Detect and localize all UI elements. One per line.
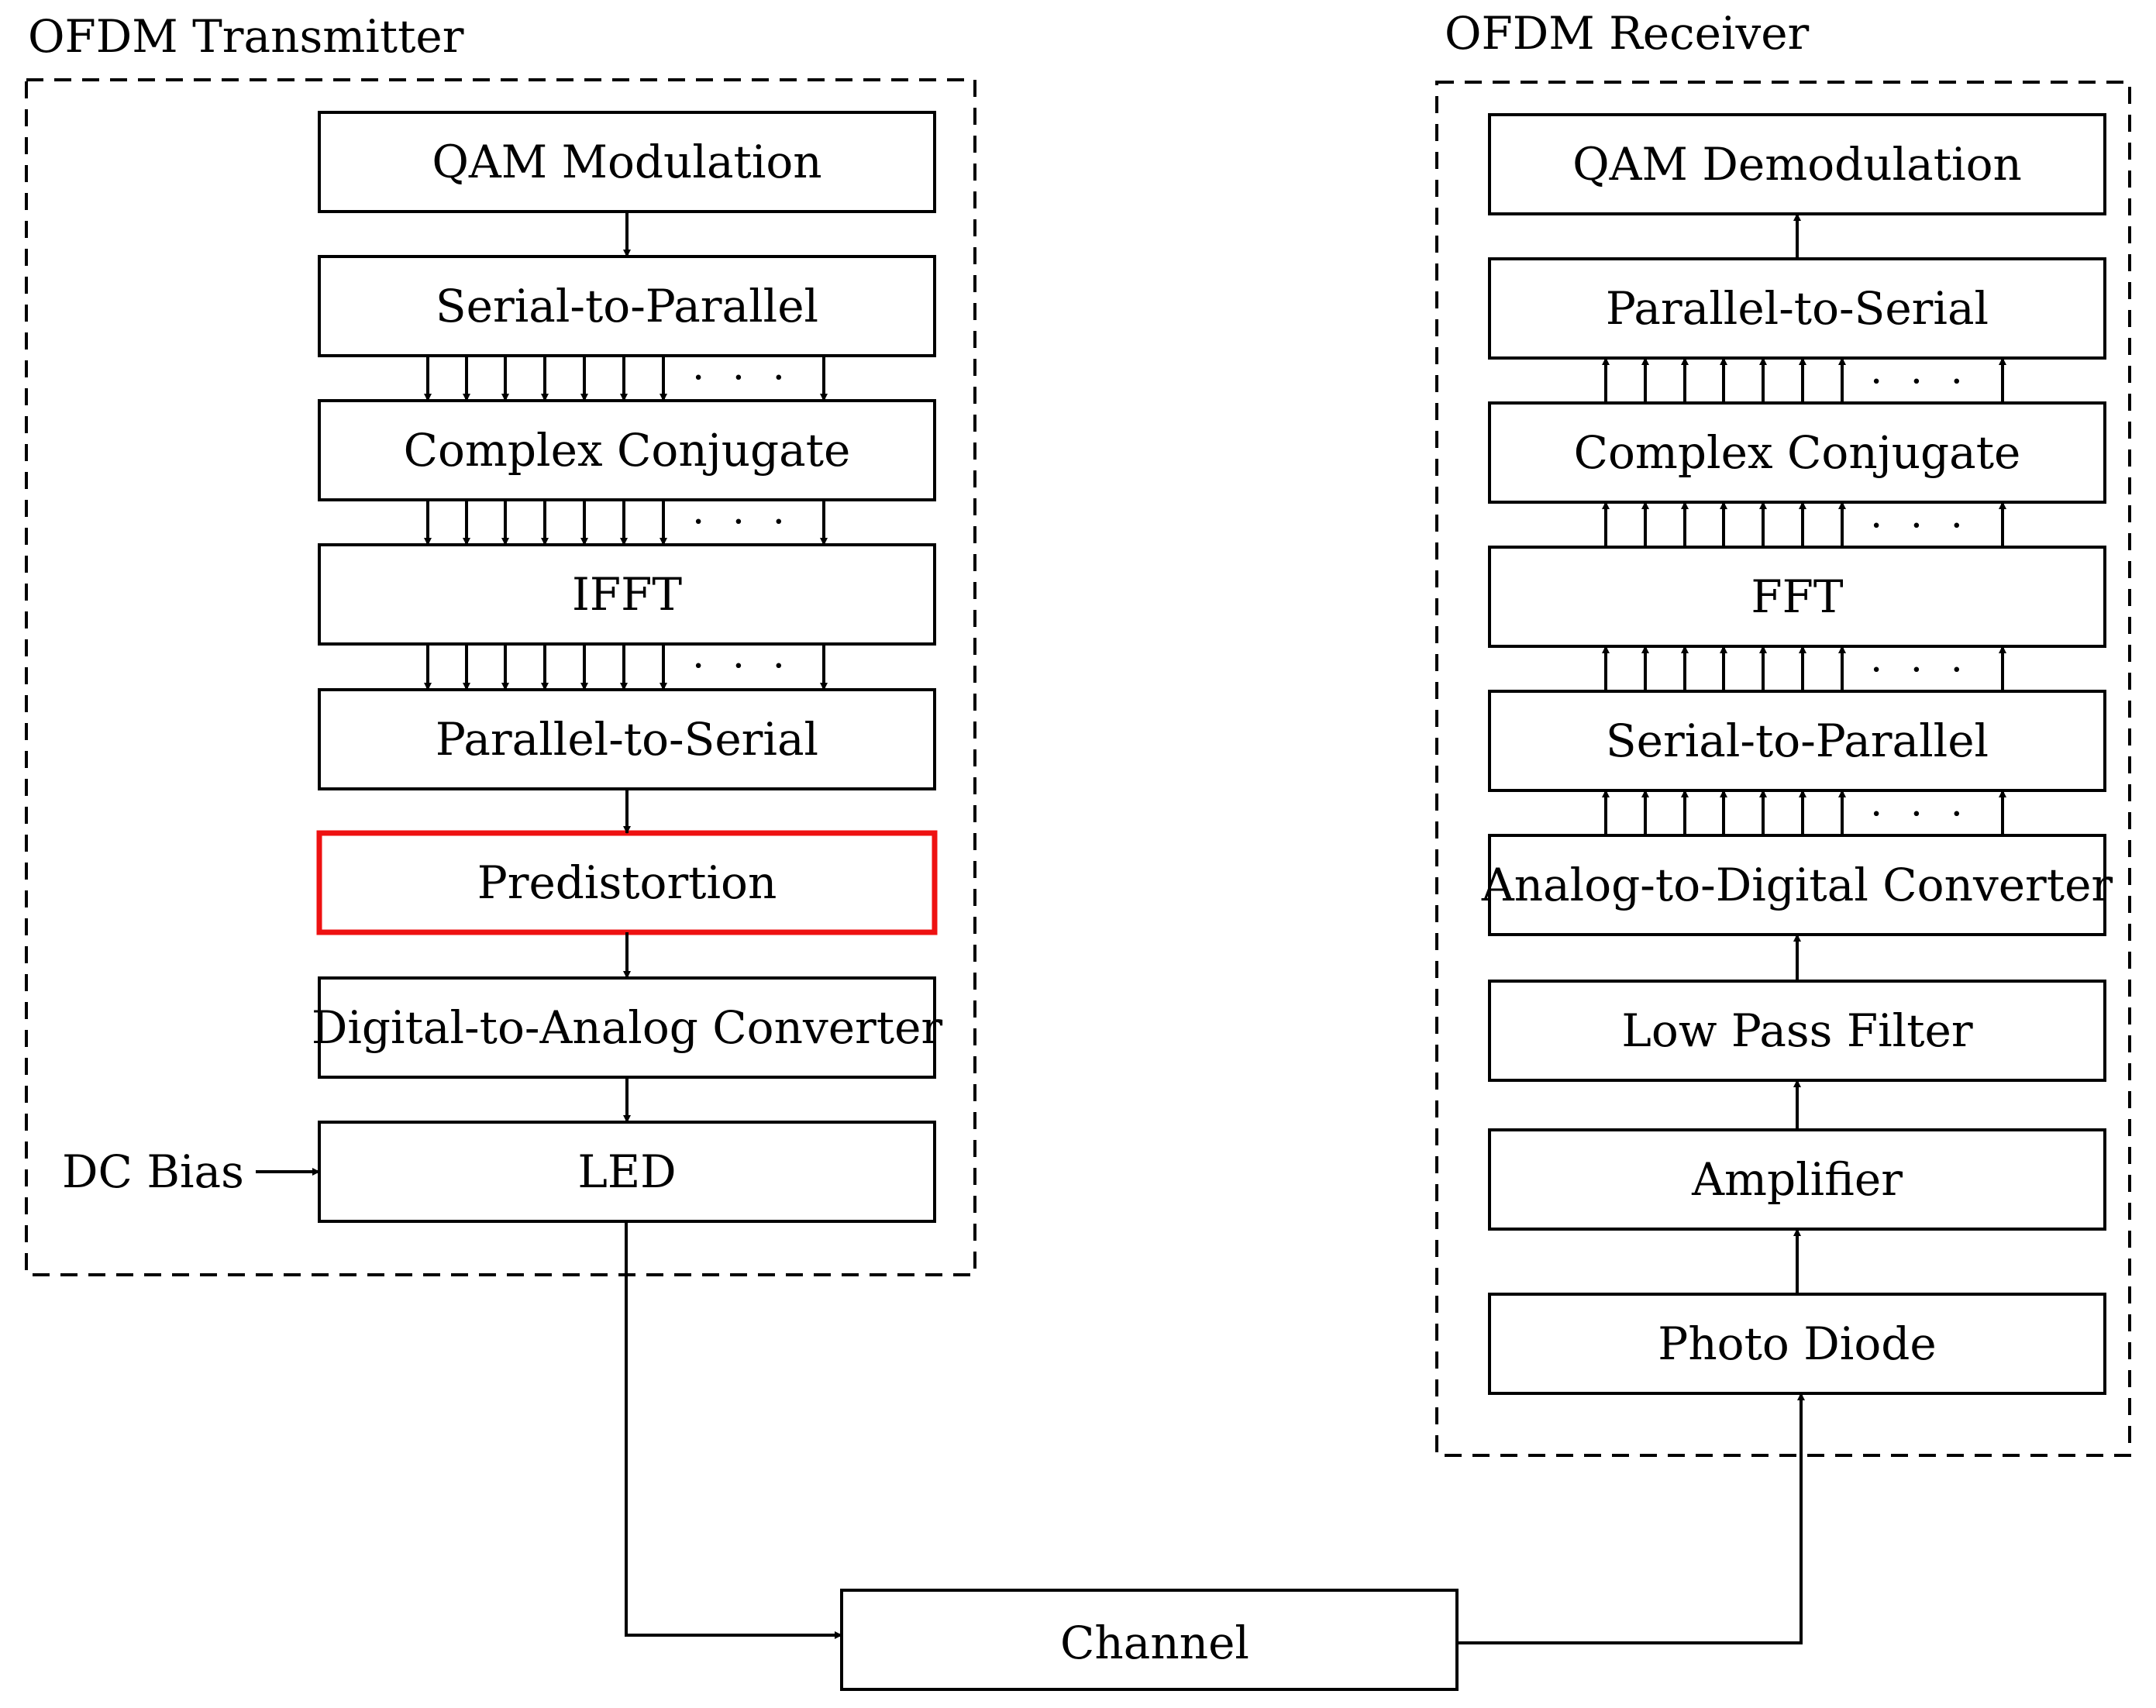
tx-block-label-7: LED [577,1145,677,1198]
tx-block-label-4: Parallel-to-Serial [435,713,819,766]
transmitter-frame [25,78,976,1276]
rx-block-label-1: Parallel-to-Serial [1605,282,1989,335]
dc-bias-label: DC Bias [62,1145,244,1198]
rx-block-label-5: Analog-to-Digital Converter [1481,859,2113,911]
rx-ellipsis-3: · · · [1870,647,1971,692]
tx-block-label-3: IFFT [571,568,683,621]
tx-block-label-2: Complex Conjugate [403,424,851,477]
tx-ellipsis-1: · · · [692,355,793,400]
receiver-title: OFDM Receiver [1445,7,1810,60]
rx-block-3 [1488,546,2106,648]
rx-block-label-8: Photo Diode [1658,1317,1937,1370]
rx-ellipsis-1: · · · [1870,359,1971,404]
rx-block-label-7: Amplifier [1692,1153,1903,1206]
rx-block-label-2: Complex Conjugate [1573,426,2021,479]
rx-block-label-3: FFT [1751,570,1844,623]
rx-block-2 [1488,401,2106,504]
tx-block-label-5: Predistortion [477,856,777,909]
led-to-channel-arrow [625,1221,842,1639]
transmitter-title: OFDM Transmitter [28,10,464,63]
receiver-frame [1435,81,2131,1457]
rx-block-label-4: Serial-to-Parallel [1605,715,1989,767]
tx-block-label-6: Digital-to-Analog Converter [311,1001,943,1054]
rx-block-4 [1488,690,2106,792]
channel-to-photodiode-arrow [1457,1393,1805,1644]
rx-block-label-0: QAM Demodulation [1572,138,2022,191]
channel-block [840,1589,1459,1691]
tx-block-label-0: QAM Modulation [432,136,822,188]
rx-block-label-6: Low Pass Filter [1621,1004,1973,1057]
tx-ellipsis-3: · · · [692,643,793,688]
rx-ellipsis-4: · · · [1870,791,1971,836]
channel-label: Channel [1060,1617,1249,1669]
tx-block-label-1: Serial-to-Parallel [435,280,819,332]
rx-ellipsis-2: · · · [1870,503,1971,548]
tx-ellipsis-2: · · · [692,499,793,544]
